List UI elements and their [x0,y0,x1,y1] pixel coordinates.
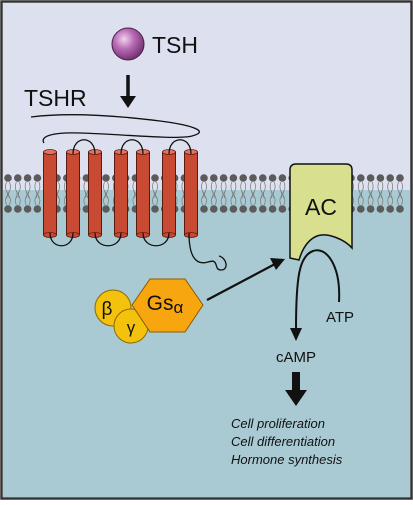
beta-label: β [102,299,113,320]
downstream-arrowhead [285,390,307,406]
outcome-2: Cell differentiation [231,434,335,449]
receptor-extracellular-tail [30,114,200,144]
camp-label: cAMP [276,349,316,366]
tsh-label: TSH [152,32,198,58]
gs-activation-arrow [206,263,276,301]
tsh-ligand-icon [111,27,145,61]
downstream-arrow-shaft [292,372,300,392]
receptor-transmembrane-helices [43,149,198,238]
gamma-label: γ [127,318,136,337]
alpha-subscript: α [174,298,184,317]
adenylyl-cyclase-shape [289,163,353,261]
tsh-binding-arrowhead [120,96,136,108]
atp-label: ATP [326,309,354,326]
g-alpha-subunit [131,278,204,333]
tshr-label: TSHR [24,85,87,111]
gs-label: Gsα [147,292,184,317]
gs-label-text: Gs [147,292,174,315]
atp-conversion-arrowhead [290,328,302,341]
gs-activation-arrowhead [270,258,285,270]
outcome-1: Cell proliferation [231,416,325,431]
atp-conversion-curve [295,249,341,331]
ac-label: AC [305,194,337,220]
outcome-3: Hormone synthesis [231,452,343,467]
receptor-loops [49,139,227,271]
